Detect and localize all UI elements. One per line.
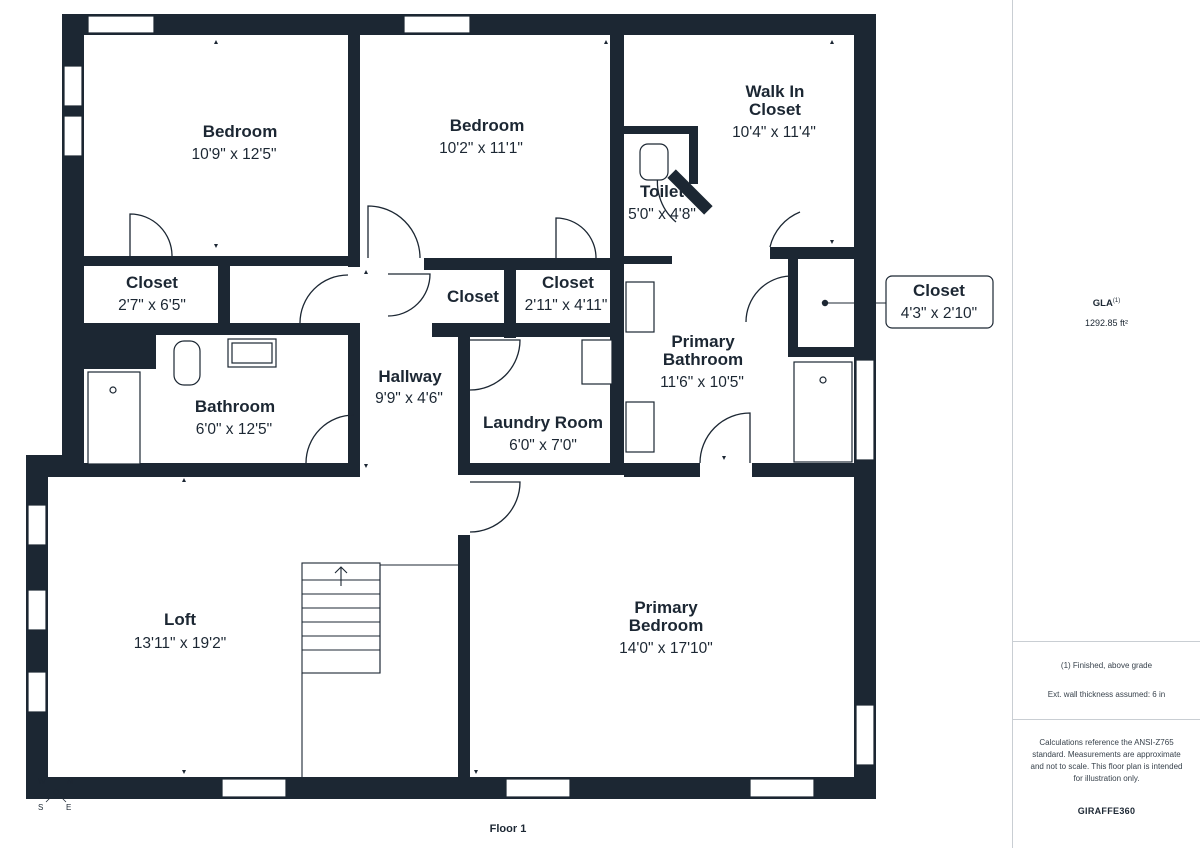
room-closet-hall: Closet (447, 287, 499, 306)
panel-divider (1013, 641, 1200, 642)
room-walk-in-closet: Walk In Closet 10'4" x 11'4" (732, 82, 816, 141)
room-bedroom-west: Bedroom 10'9" x 12'5" (191, 122, 277, 163)
wall-thickness-note: Ext. wall thickness assumed: 6 in (1047, 690, 1166, 699)
panel-divider (1013, 719, 1200, 720)
compass-east: E (66, 803, 71, 812)
closet-callout: Closet 4'3" x 2'10" (821, 275, 994, 329)
room-dimensions: 9'9" x 4'6" (375, 390, 443, 407)
room-name: Bathroom (195, 397, 275, 416)
finished-footnote: (1) Finished, above grade (1060, 661, 1153, 670)
gla-value: 1292.85 ft² (1084, 318, 1129, 328)
room-closet-west: Closet 2'7" x 6'5" (118, 273, 186, 314)
info-panel: GLA(1) 1292.85 ft² (1) Finished, above g… (1012, 0, 1200, 848)
room-dimensions: 4'3" x 2'10" (901, 305, 977, 322)
room-dimensions: 10'9" x 12'5" (191, 146, 276, 163)
floor-plan: Bedroom 10'9" x 12'5" Bedroom 10'2" x 11… (26, 14, 994, 835)
room-name: Laundry Room (483, 413, 603, 432)
room-loft: Loft 13'11" x 19'2" (134, 610, 226, 652)
room-name-line1: Primary (671, 332, 735, 351)
disclaimer: Calculations reference the ANSI-Z765 sta… (1030, 738, 1183, 783)
floor-label: Floor 1 (490, 823, 527, 835)
room-dimensions: 6'0" x 7'0" (509, 437, 577, 454)
room-dimensions: 14'0" x 17'10" (619, 640, 713, 657)
room-primary-bedroom: Primary Bedroom 14'0" x 17'10" (619, 598, 713, 657)
room-dimensions: 6'0" x 12'5" (196, 421, 272, 438)
gla-title: GLA(1) (1013, 298, 1200, 309)
room-name: Toilet (640, 182, 684, 201)
room-name: Closet (447, 287, 499, 306)
stairs (301, 562, 458, 777)
room-primary-bathroom: Primary Bathroom 11'6" x 10'5" (660, 332, 744, 391)
room-name: Hallway (378, 367, 442, 386)
room-name-line2: Closet (749, 100, 801, 119)
room-closet-mid: Closet 2'11" x 4'11" (525, 273, 608, 314)
windows (27, 15, 875, 798)
interior-walls (84, 35, 854, 777)
compass-icon: W N S E (38, 777, 73, 812)
room-dimensions: 5'0" x 4'8" (628, 206, 696, 223)
room-dimensions: 10'2" x 11'1" (439, 140, 523, 157)
room-dimensions: 2'7" x 6'5" (118, 297, 186, 314)
room-name: Loft (164, 610, 196, 629)
room-toilet: Toilet 5'0" x 4'8" (628, 182, 696, 223)
room-name: Bedroom (203, 122, 278, 141)
room-dimensions: 2'11" x 4'11" (525, 297, 608, 314)
fixtures (87, 143, 853, 465)
room-dimensions: 10'4" x 11'4" (732, 124, 816, 141)
room-name-line1: Primary (634, 598, 698, 617)
brand-logo: GIRAFFE360 (1077, 806, 1136, 816)
compass-south: S (38, 803, 43, 812)
room-name-line1: Walk In (746, 82, 805, 101)
gla-label: GLA (1092, 298, 1113, 310)
room-bedroom-mid: Bedroom 10'2" x 11'1" (439, 116, 524, 157)
room-laundry: Laundry Room 6'0" x 7'0" (483, 413, 603, 454)
room-name: Bedroom (450, 116, 525, 135)
dimension-markers (182, 40, 834, 774)
gla-footnote-marker: (1) (1112, 298, 1121, 304)
room-dimensions: 11'6" x 10'5" (660, 374, 744, 391)
room-bathroom: Bathroom 6'0" x 12'5" (195, 397, 275, 438)
room-dimensions: 13'11" x 19'2" (134, 635, 226, 652)
room-name: Closet (542, 273, 594, 292)
room-name-line2: Bathroom (663, 350, 743, 369)
compass-north: N (67, 777, 73, 786)
room-name: Closet (913, 281, 965, 300)
room-name: Closet (126, 273, 178, 292)
compass-west: W (38, 777, 46, 786)
room-hallway: Hallway 9'9" x 4'6" (375, 367, 443, 407)
room-name-line2: Bedroom (629, 616, 704, 635)
